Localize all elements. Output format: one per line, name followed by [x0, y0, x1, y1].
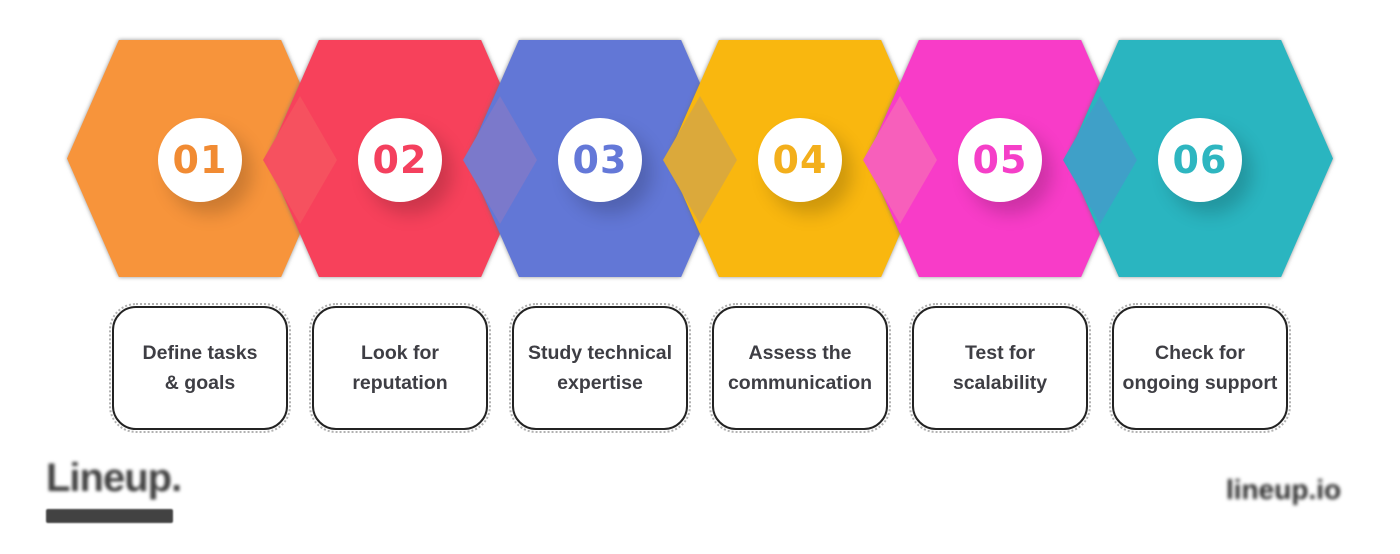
brand-logo-underline	[46, 509, 173, 523]
step-card-label-line2: ongoing support	[1122, 372, 1278, 394]
step-number: 04	[772, 138, 828, 182]
step-card-03: Study technical expertise	[509, 303, 691, 433]
step-card-label-line1: Define tasks	[142, 342, 258, 364]
step-number-badge-02: 02	[358, 118, 442, 202]
step-card-05: Test for scalability	[909, 303, 1091, 433]
step-number: 01	[172, 138, 228, 182]
step-number: 05	[972, 138, 1028, 182]
step-card-label-line2: communication	[727, 372, 873, 394]
step-card-label-line1: Assess the	[748, 342, 852, 364]
step-card-04: Assess the communication	[709, 303, 891, 433]
step-card-label-line1: Study technical	[527, 342, 673, 364]
step-card-label-line2: & goals	[164, 372, 236, 394]
step-card-01: Define tasks & goals	[109, 303, 291, 433]
step-number-badge-06: 06	[1158, 118, 1242, 202]
step-number: 06	[1172, 138, 1228, 182]
website-watermark: lineup.io	[1226, 474, 1342, 505]
step-card-label-line1: Look for	[361, 342, 439, 364]
step-card-06: Check for ongoing support	[1109, 303, 1291, 433]
step-number: 03	[572, 138, 628, 182]
step-card-label-line2: reputation	[352, 372, 448, 394]
step-card-label-line1: Check for	[1155, 342, 1245, 364]
brand-logo: Lineup.	[46, 456, 182, 500]
step-card-label-line2: expertise	[557, 372, 643, 394]
step-card-02: Look for reputation	[309, 303, 491, 433]
step-number-badge-05: 05	[958, 118, 1042, 202]
step-card-label-line2: scalability	[952, 372, 1048, 394]
step-number: 02	[372, 138, 428, 182]
step-card-label-line1: Test for	[964, 342, 1036, 364]
step-number-badge-04: 04	[758, 118, 842, 202]
step-number-badge-01: 01	[158, 118, 242, 202]
step-number-badge-03: 03	[558, 118, 642, 202]
